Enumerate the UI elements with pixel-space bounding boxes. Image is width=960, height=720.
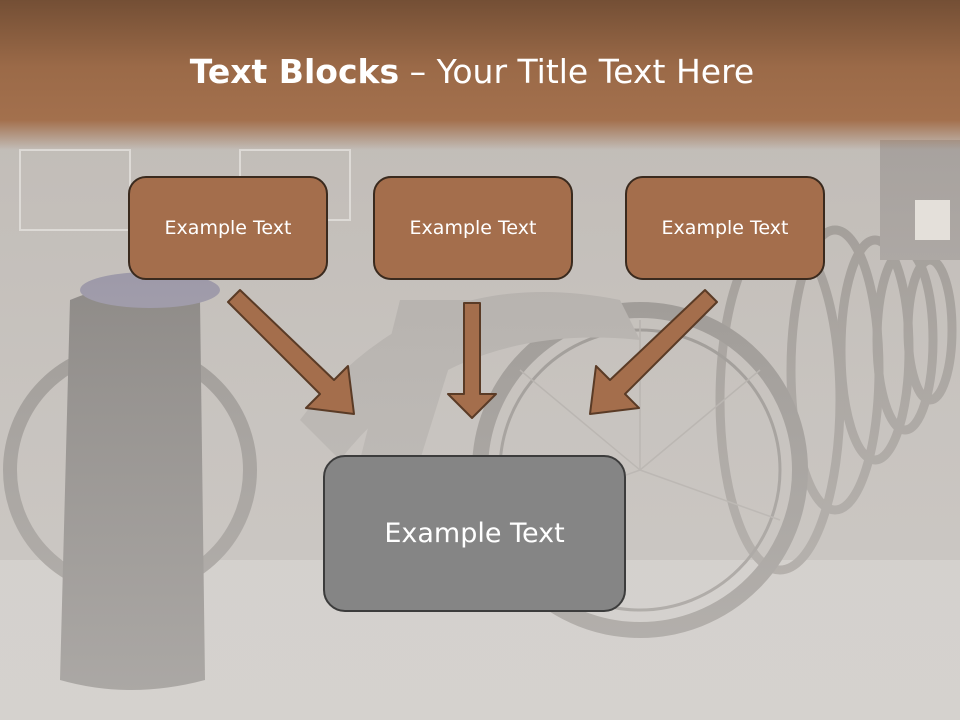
title-bold-part: Text Blocks: [189, 52, 400, 91]
title-dash: –: [399, 52, 437, 91]
arrow-center-icon: [447, 302, 497, 419]
title-band: [0, 0, 960, 150]
text-block-bottom[interactable]: Example Text: [323, 455, 626, 612]
text-block-left-label: Example Text: [164, 217, 292, 239]
title-rest: Your Title Text Here: [436, 52, 755, 91]
text-block-center-label: Example Text: [409, 217, 537, 239]
text-block-right[interactable]: Example Text: [625, 176, 825, 280]
slide-title: Text Blocks – Your Title Text Here: [0, 52, 944, 91]
text-block-bottom-label: Example Text: [384, 518, 565, 549]
text-block-left[interactable]: Example Text: [128, 176, 328, 280]
text-block-center[interactable]: Example Text: [373, 176, 573, 280]
text-block-right-label: Example Text: [661, 217, 789, 239]
arrow-left-icon: [227, 289, 355, 415]
arrow-right-icon: [589, 289, 718, 415]
